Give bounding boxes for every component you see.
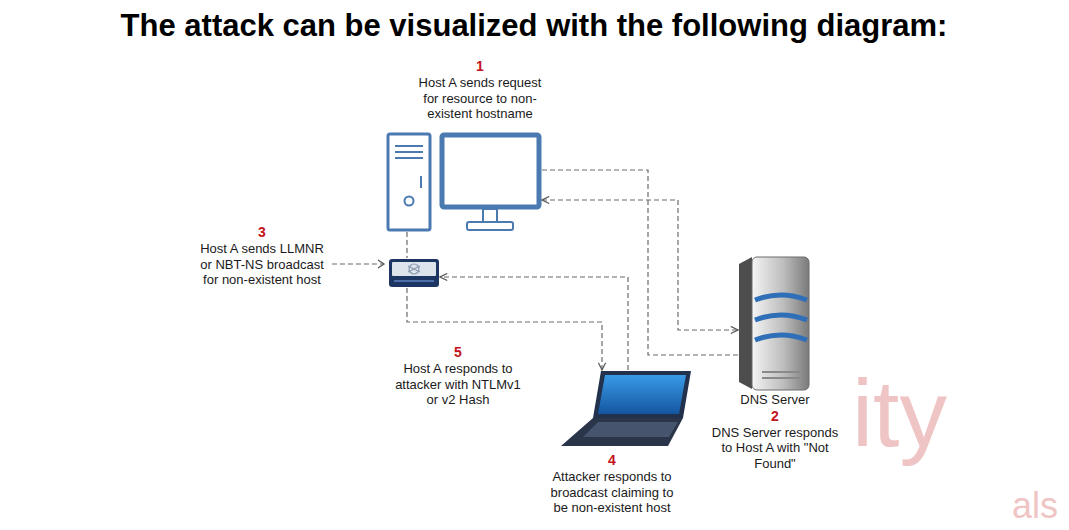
server-side [739,257,752,389]
network-switch: 3Host A sends LLMNR or NBT-NS broadcast … [388,258,440,288]
watermark: als [1012,488,1058,524]
monitor [442,135,539,207]
caption-block: DNS Server2DNS Server responds to Host A… [708,392,842,471]
caption-block: 1Host A sends request for resource to no… [413,58,547,122]
server-icon [739,257,809,390]
dashed-connector [542,200,738,330]
label-slot: ity [852,366,947,461]
dashed-connector [407,288,602,370]
caption-block: 4Attacker responds to broadcast claiming… [545,452,679,516]
laptop-base [561,418,683,446]
leader-arrow [332,260,384,268]
dashed-connector [406,232,407,258]
server-ring [755,315,807,320]
label-slot: als [1012,488,1058,524]
leader-line [332,263,384,264]
server-slot [762,371,800,373]
step-number: 1 [413,58,547,75]
label-slot: 5 [391,344,525,361]
laptop-keyboard [583,422,678,437]
laptop-icon [561,371,691,446]
device-name: DNS Server [708,392,842,408]
desktop-computer-icon [388,134,539,230]
server-front [752,257,809,390]
step-description: Host A responds to attacker with NTLMv1 … [391,361,525,408]
tower-slot [395,145,423,147]
switch-symbol [409,264,419,274]
server-slot [762,377,800,379]
diagram-title: The attack can be visualized with the fo… [121,8,948,44]
dns-server: DNS Server2DNS Server responds to Host A… [738,256,810,390]
tower-led [420,176,422,188]
server-ring [755,335,807,340]
computer-tower [388,134,430,230]
leader-head [378,260,384,268]
step-description: Host A sends request for resource to non… [413,75,547,122]
switch-top [392,262,436,276]
switch-body [389,259,439,287]
step-number: 2 [708,408,842,425]
step-description: DNS Server responds to Host A with "Not … [708,425,842,472]
switch-stripe [394,280,434,282]
tower-slot [395,151,423,153]
step-number: 3 [195,224,329,241]
step-description: Host A sends LLMNR or NBT-NS broadcast f… [195,241,329,288]
network-switch-icon [389,259,439,287]
step-number: 4 [545,452,679,469]
monitor-base [467,222,513,230]
monitor-neck [483,209,497,222]
watermark: ity [852,366,947,461]
power-button [405,197,414,206]
tower-slot [395,157,423,159]
step-description: Attacker responds to broadcast claiming … [545,469,679,516]
laptop-lid [593,371,691,418]
label-slot: Host A responds to attacker with NTLMv1 … [391,361,525,408]
step-number: 5 [391,344,525,361]
dashed-connector [440,277,628,370]
connector-group [407,170,738,370]
laptop-screen [598,375,686,414]
host-computer: 1Host A sends request for resource to no… [386,132,542,232]
caption-block: 3Host A sends LLMNR or NBT-NS broadcast … [195,224,329,288]
attacker-laptop: 4Attacker responds to broadcast claiming… [560,370,692,447]
server-ring [755,295,807,300]
dashed-connector [542,170,738,355]
